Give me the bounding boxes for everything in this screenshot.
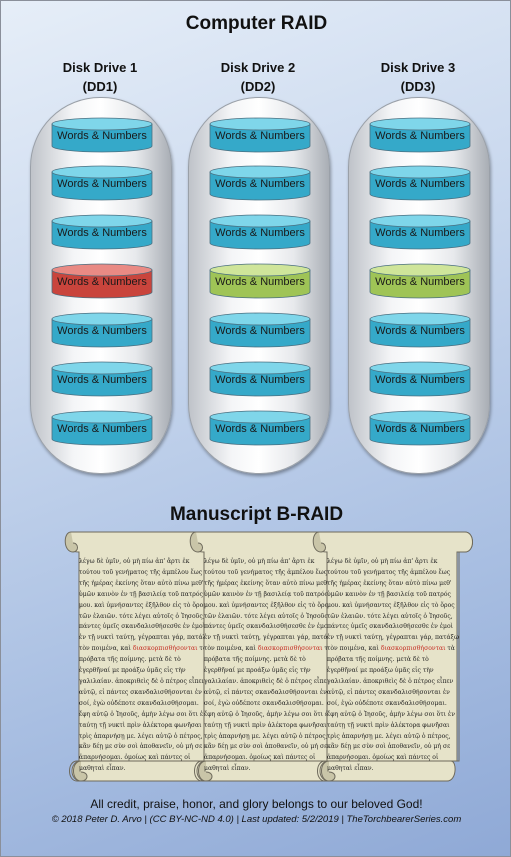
drive-name: Disk Drive 1 <box>62 60 138 75</box>
page-title: Computer RAID <box>185 13 328 34</box>
disk-label: Words & Numbers <box>215 130 305 142</box>
disk-platter-normal: Words & Numbers <box>51 165 153 201</box>
highlighted-word: διασκορπισθήσονται <box>132 645 198 653</box>
manuscript-scroll-2: λέγω δὲ ὑμῖν, οὐ μὴ πίω ἀπ' ἄρτι ἐκ τούτ… <box>184 529 354 784</box>
cylinder-icon <box>369 214 471 250</box>
cylinder-icon <box>209 165 311 201</box>
scroll-icon <box>312 531 473 782</box>
cylinder-icon <box>369 117 471 153</box>
disk-label: Words & Numbers <box>215 276 305 288</box>
text-before: λέγω δὲ ὑμῖν, οὐ μὴ πίω ἀπ' ἄρτι ἐκ τούτ… <box>327 558 459 653</box>
disk-platter-normal: Words & Numbers <box>369 117 471 153</box>
disk-platter-normal: Words & Numbers <box>369 312 471 348</box>
text-before: λέγω δὲ ὑμῖν, οὐ μὴ πίω ἀπ' ἄρτι ἐκ τούτ… <box>204 558 336 653</box>
disk-platter-normal: Words & Numbers <box>51 410 153 446</box>
cylinder-icon <box>209 263 311 299</box>
cylinder-icon <box>209 410 311 446</box>
credit-line: All credit, praise, honor, and glory bel… <box>90 797 423 811</box>
cylinder-icon <box>51 361 153 397</box>
disk-platter-normal: Words & Numbers <box>51 214 153 250</box>
cylinder-icon <box>51 410 153 446</box>
cylinder-icon <box>369 165 471 201</box>
text-after: τὰ πρόβατα τῆς ποίμνης. μετὰ δὲ τὸ ἐγερθ… <box>79 645 207 773</box>
manuscript-text: λέγω δὲ ὑμῖν, οὐ μὴ πίω ἀπ' ἄρτι ἐκ τούτ… <box>204 557 336 793</box>
disk-label: Words & Numbers <box>375 276 465 288</box>
cylinder-icon <box>369 263 471 299</box>
disk-label: Words & Numbers <box>215 325 305 337</box>
disk-label: Words & Numbers <box>375 130 465 142</box>
text-before: λέγω δὲ ὑμῖν, οὐ μὴ πίω ἀπ' ἄρτι ἐκ τούτ… <box>79 558 211 653</box>
manuscript-text: λέγω δὲ ὑμῖν, οὐ μὴ πίω ἀπ' ἄρτι ἐκ τούτ… <box>79 557 211 793</box>
disk-platter-normal: Words & Numbers <box>209 410 311 446</box>
disk-label: Words & Numbers <box>375 325 465 337</box>
cylinder-icon <box>209 312 311 348</box>
disk-platter-normal: Words & Numbers <box>369 361 471 397</box>
cylinder-icon <box>51 312 153 348</box>
disk-label: Words & Numbers <box>57 325 147 337</box>
section-title: Manuscript B-RAID <box>169 504 344 525</box>
manuscript-text: λέγω δὲ ὑμῖν, οὐ μὴ πίω ἀπ' ἄρτι ἐκ τούτ… <box>327 557 459 793</box>
disk-platter-normal: Words & Numbers <box>51 312 153 348</box>
disk-platter-normal: Words & Numbers <box>209 165 311 201</box>
disk-label: Words & Numbers <box>57 276 147 288</box>
highlighted-word: διασκορπισθήσονται <box>257 645 323 653</box>
disk-platter-failed: Words & Numbers <box>51 263 153 299</box>
cylinder-icon <box>369 410 471 446</box>
disk-label: Words & Numbers <box>57 178 147 190</box>
cylinder-icon <box>209 214 311 250</box>
disk-platter-normal: Words & Numbers <box>209 312 311 348</box>
drive-name: Disk Drive 2 <box>220 60 296 75</box>
manuscript-scroll-3: λέγω δὲ ὑμῖν, οὐ μὴ πίω ἀπ' ἄρτι ἐκ τούτ… <box>307 529 477 784</box>
disk-label: Words & Numbers <box>375 423 465 435</box>
disk-label: Words & Numbers <box>57 374 147 386</box>
disk-label: Words & Numbers <box>375 178 465 190</box>
text-after: τὰ πρόβατα τῆς ποίμνης. μετὰ δὲ τὸ ἐγερθ… <box>327 645 455 773</box>
copyright-line: © 2018 Peter D. Arvo | (CC BY-NC-ND 4.0)… <box>51 814 462 825</box>
disk-label: Words & Numbers <box>57 130 147 142</box>
drive-code: (DD3) <box>400 79 436 94</box>
cylinder-icon <box>51 165 153 201</box>
disk-label: Words & Numbers <box>375 374 465 386</box>
drive-code: (DD2) <box>240 79 276 94</box>
cylinder-icon <box>369 312 471 348</box>
cylinder-icon <box>51 214 153 250</box>
cylinder-icon <box>369 361 471 397</box>
disk-platter-recovered: Words & Numbers <box>209 263 311 299</box>
cylinder-icon <box>209 117 311 153</box>
disk-label: Words & Numbers <box>57 227 147 239</box>
disk-label: Words & Numbers <box>215 227 305 239</box>
disk-label: Words & Numbers <box>215 423 305 435</box>
disk-platter-normal: Words & Numbers <box>51 117 153 153</box>
disk-label: Words & Numbers <box>57 423 147 435</box>
disk-platter-normal: Words & Numbers <box>209 361 311 397</box>
disk-platter-recovered: Words & Numbers <box>369 263 471 299</box>
drive-name: Disk Drive 3 <box>380 60 456 75</box>
disk-label: Words & Numbers <box>215 178 305 190</box>
disk-label: Words & Numbers <box>215 374 305 386</box>
cylinder-icon <box>209 361 311 397</box>
disk-platter-normal: Words & Numbers <box>369 165 471 201</box>
disk-platter-normal: Words & Numbers <box>209 117 311 153</box>
disk-platter-normal: Words & Numbers <box>51 361 153 397</box>
disk-label: Words & Numbers <box>375 227 465 239</box>
drive-code: (DD1) <box>82 79 118 94</box>
disk-platter-normal: Words & Numbers <box>369 410 471 446</box>
disk-platter-normal: Words & Numbers <box>209 214 311 250</box>
cylinder-icon <box>51 117 153 153</box>
highlighted-word: διασκορπισθήσονται <box>380 645 446 653</box>
disk-platter-normal: Words & Numbers <box>369 214 471 250</box>
cylinder-icon <box>51 263 153 299</box>
text-after: τὰ πρόβατα τῆς ποίμνης. μετὰ δὲ τὸ ἐγερθ… <box>204 645 332 773</box>
